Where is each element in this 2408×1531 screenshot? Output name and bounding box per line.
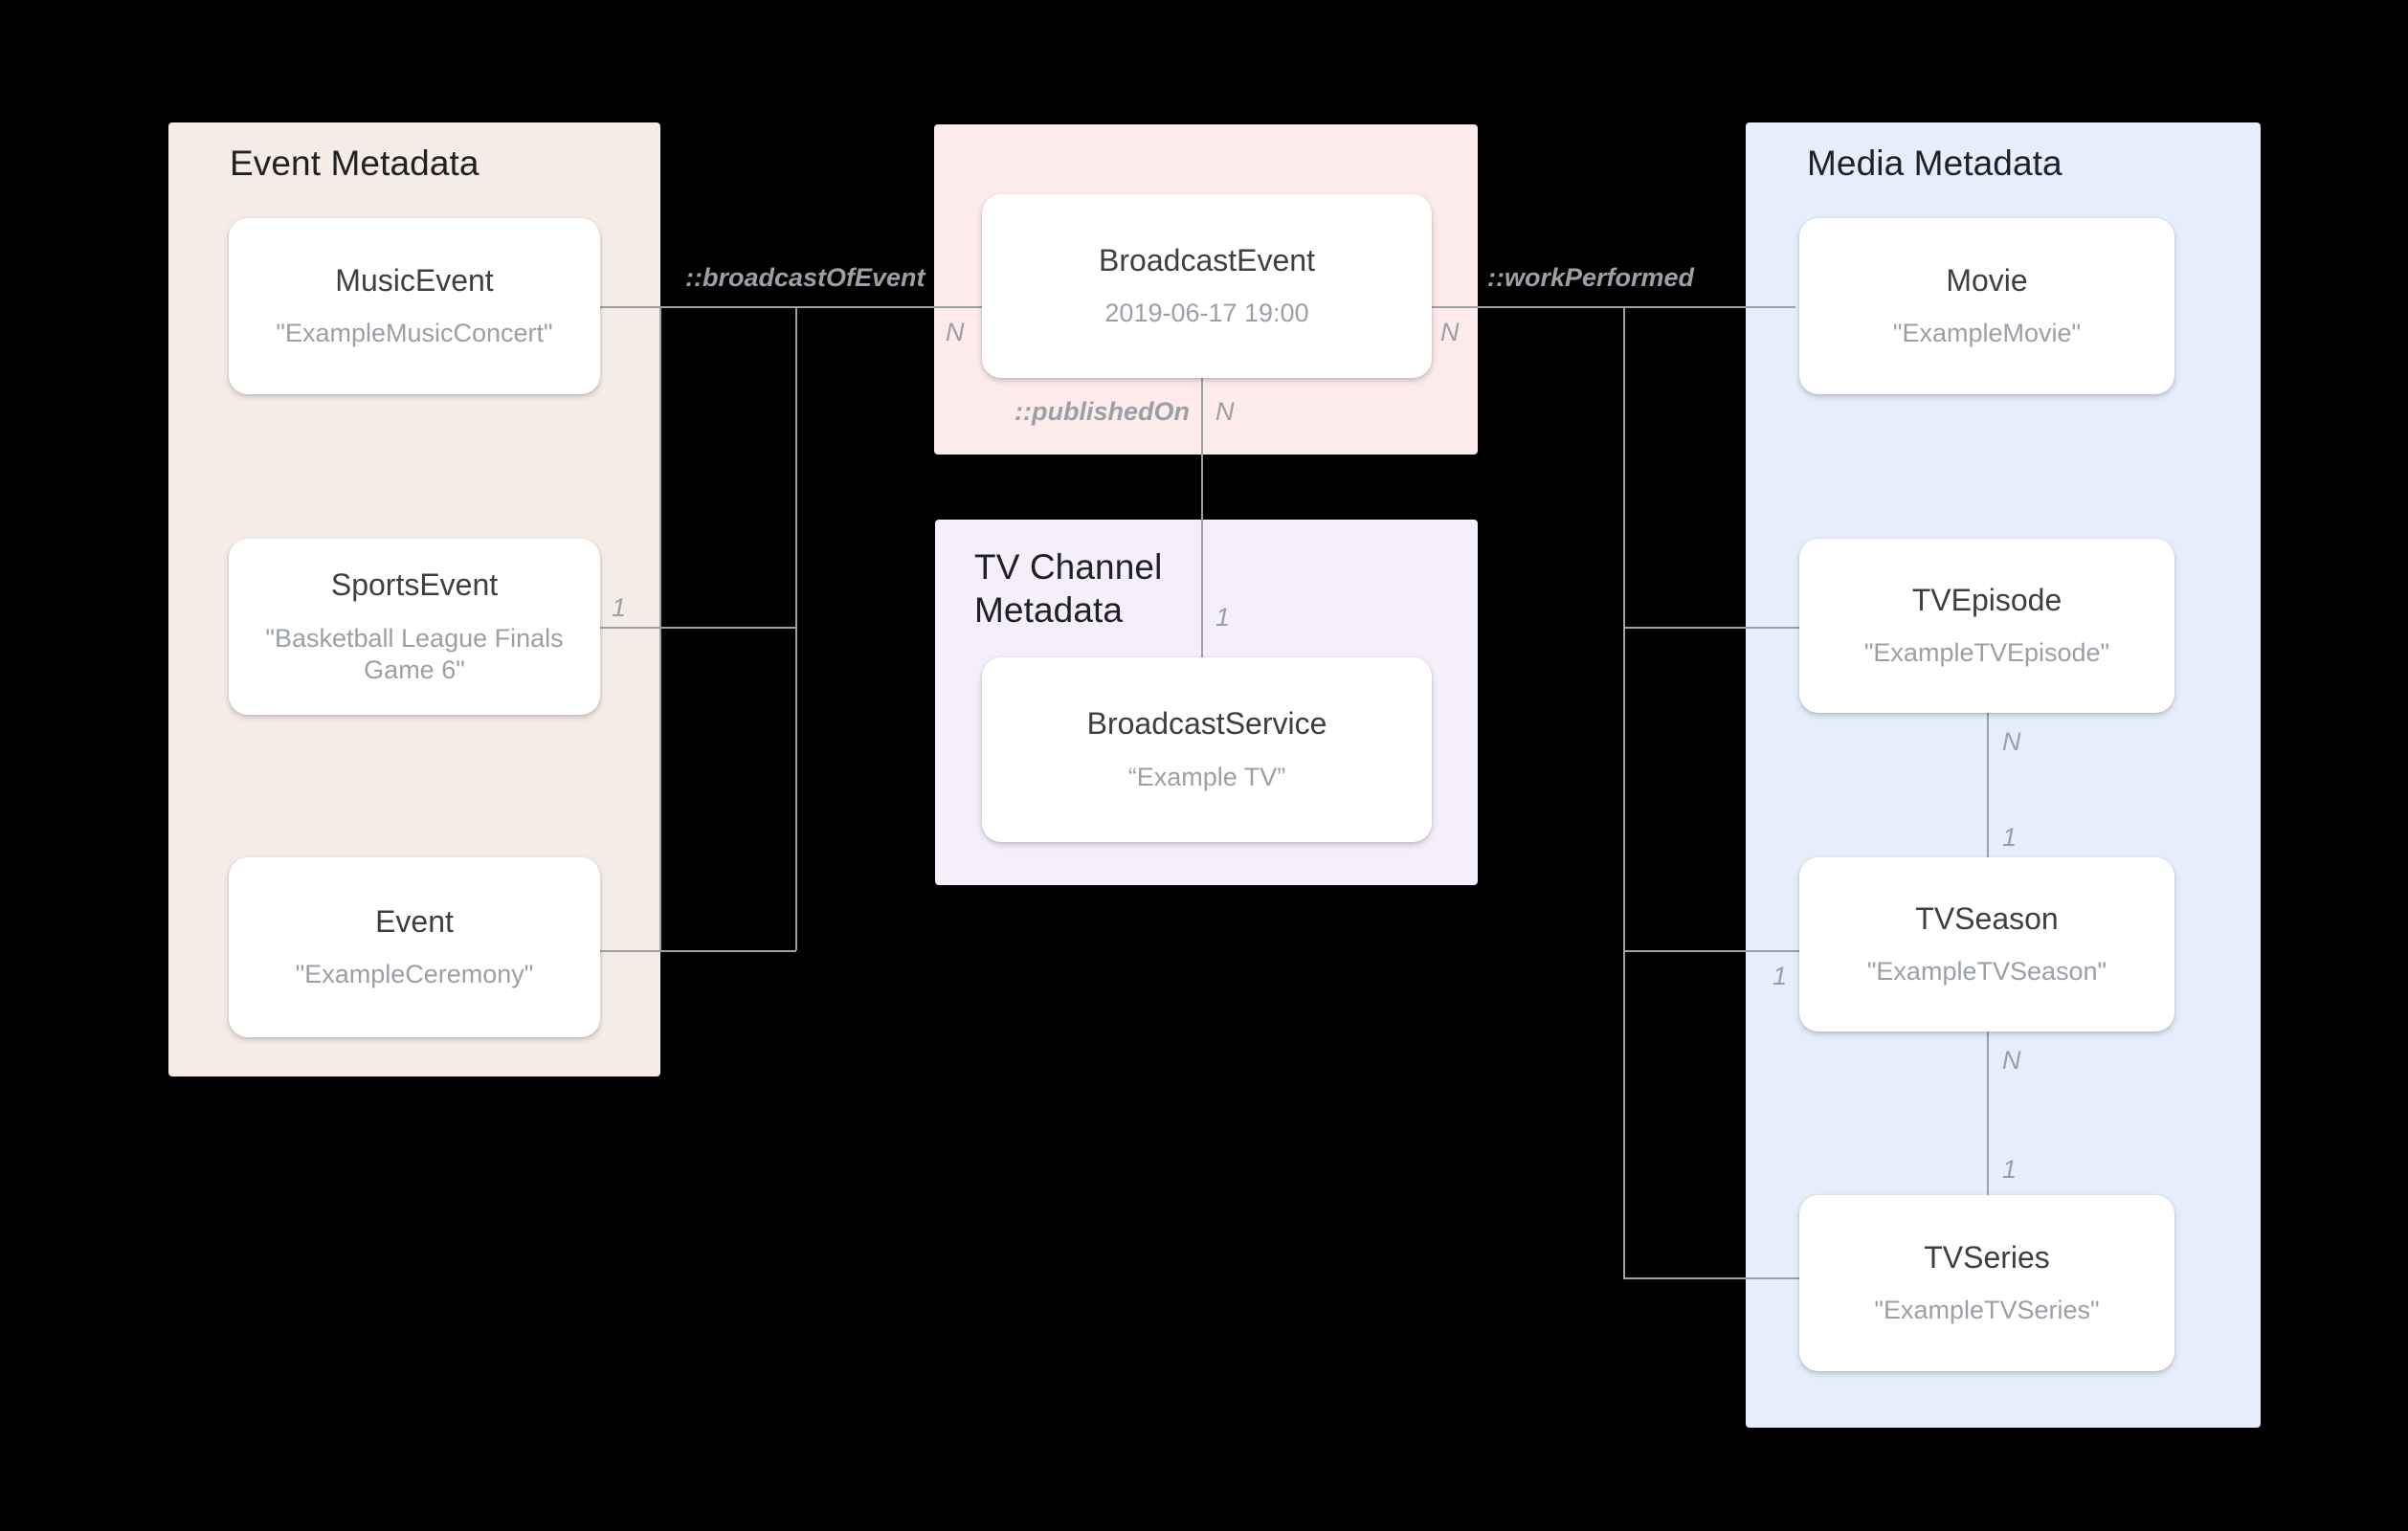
connector-tvseason-tvseries [1987,1031,1989,1199]
entity-value: "ExampleMusicConcert" [276,319,553,348]
entity-name: TVEpisode [1911,582,2062,617]
cardinality-sportsevent-one: 1 [612,593,627,622]
connector-musicevent-horizontal [600,306,796,308]
connector-bus-to-tvseason [1623,950,1799,952]
connector-sportsevent-horizontal [600,627,796,629]
cardinality-broadcastevent-left-n: N [946,318,965,346]
entity-name: TVSeason [1915,900,2059,936]
connector-broadcastevent-right [1432,306,1795,308]
relation-label-broadcast-of-event: ::broadcastOfEvent [685,263,925,292]
connector-media-bus [1623,306,1625,1278]
relation-label-work-performed: ::workPerformed [1487,263,1695,292]
media-metadata-title: Media Metadata [1807,144,2062,183]
entity-value: 2019-06-17 19:00 [1104,299,1309,328]
entity-card-movie[interactable]: Movie "ExampleMovie" [1799,218,2174,394]
entity-value: "ExampleTVEpisode" [1863,638,2110,668]
entity-card-broadcastevent[interactable]: BroadcastEvent 2019-06-17 19:00 [982,194,1432,378]
relation-label-published-on: ::publishedOn [1014,397,1190,426]
entity-name: SportsEvent [330,567,499,603]
cardinality-tvseason-n: N [2002,1046,2021,1075]
entity-name: Movie [1946,262,2028,298]
cardinality-tvepisode-n: N [2002,727,2021,756]
cardinality-tvseries-one: 1 [2002,1155,2018,1184]
connector-tvepisode-tvseason [1987,712,1989,871]
entity-name: TVSeries [1924,1239,2050,1275]
entity-value: "ExampleMovie" [1892,319,2082,348]
cardinality-publishedon-n: N [1215,397,1235,426]
tv-channel-metadata-title: TV Channel Metadata [974,547,1163,631]
connector-bus-to-broadcastevent [795,306,1001,308]
entity-card-tvepisode[interactable]: TVEpisode "ExampleTVEpisode" [1799,539,2174,713]
cardinality-broadcastevent-right-n: N [1440,318,1460,346]
cardinality-tvseason-one-left: 1 [1773,962,1788,990]
connector-bus-to-tvseries [1623,1277,1799,1279]
connector-bus-to-tvepisode [1623,627,1799,629]
entity-card-broadcastservice[interactable]: BroadcastService “Example TV” [982,657,1432,842]
entity-card-event[interactable]: Event "ExampleCeremony" [229,857,600,1037]
entity-name: BroadcastService [1086,706,1327,742]
entity-card-tvseason[interactable]: TVSeason "ExampleTVSeason" [1799,857,2174,1032]
entity-card-tvseries[interactable]: TVSeries "ExampleTVSeries" [1799,1195,2174,1371]
entity-name: Event [375,903,454,939]
connector-publishedon-vertical [1201,378,1203,657]
event-metadata-title: Event Metadata [230,144,479,183]
entity-value: "ExampleTVSeries" [1874,1296,2100,1325]
connector-event-bus-outer [795,306,797,950]
entity-value: "ExampleCeremony" [295,960,534,989]
entity-value: "Basketball League Finals Game 6" [265,623,564,684]
entity-name: BroadcastEvent [1099,242,1315,277]
entity-card-sportsevent[interactable]: SportsEvent "Basketball League Finals Ga… [229,539,600,715]
entity-card-musicevent[interactable]: MusicEvent "ExampleMusicConcert" [229,218,600,394]
entity-name: MusicEvent [335,262,494,298]
connector-event-horizontal [600,950,796,952]
cardinality-tvseason-one-top: 1 [2002,823,2018,852]
cardinality-broadcastservice-one: 1 [1215,603,1231,632]
entity-value: "ExampleTVSeason" [1866,957,2107,987]
entity-value: “Example TV” [1127,762,1286,791]
